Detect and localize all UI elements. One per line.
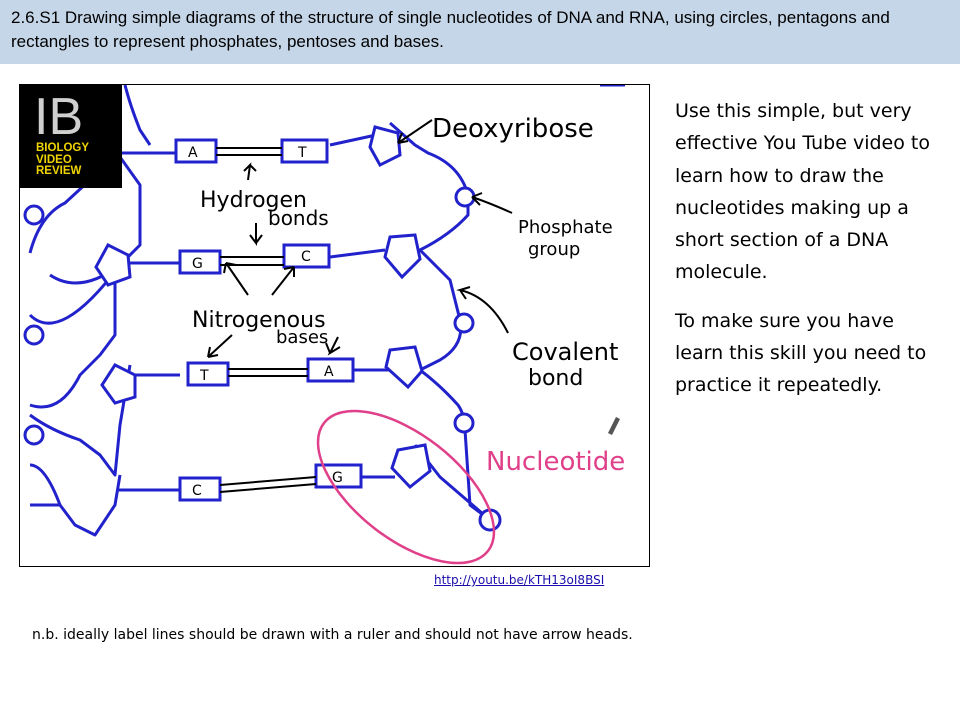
phosphate-circle bbox=[23, 324, 45, 346]
ib-logo-letters: IB bbox=[34, 88, 84, 146]
header-bar: 2.6.S1 Drawing simple diagrams of the st… bbox=[0, 0, 960, 64]
label-deoxyribose: Deoxyribose bbox=[432, 114, 594, 144]
phosphate-circle bbox=[454, 186, 476, 208]
hydrogen-bond bbox=[219, 483, 317, 493]
label-hydrogen: Hydrogen bbox=[200, 188, 307, 213]
base-rect bbox=[174, 138, 218, 164]
phosphate-circle bbox=[23, 424, 45, 446]
slide-title: 2.6.S1 Drawing simple diagrams of the st… bbox=[11, 8, 890, 51]
label-bases: bases bbox=[276, 327, 328, 348]
label-bond: bond bbox=[528, 366, 583, 391]
label-group: group bbox=[528, 239, 580, 260]
side-paragraph-1: Use this simple, but very effective You … bbox=[675, 100, 930, 284]
base-letter: T bbox=[297, 145, 307, 161]
base-letter: G bbox=[192, 256, 203, 272]
footnote: n.b. ideally label lines should be drawn… bbox=[32, 627, 633, 643]
base-rect bbox=[186, 361, 230, 387]
annotation-arrow bbox=[456, 286, 509, 334]
label-bonds: bonds bbox=[268, 206, 329, 230]
base-letter: C bbox=[192, 483, 202, 499]
ib-logo-line: REVIEW bbox=[36, 165, 82, 177]
left-backbone bbox=[28, 105, 142, 537]
phosphate-circle bbox=[23, 204, 45, 226]
phosphate-circle bbox=[453, 412, 475, 434]
sugar-pentagon bbox=[94, 243, 132, 287]
label-nucleotide: Nucleotide bbox=[486, 447, 625, 477]
sugar-pentagon bbox=[100, 363, 137, 405]
bond-line bbox=[329, 248, 386, 259]
base-letter: A bbox=[188, 145, 198, 161]
base-rect bbox=[178, 249, 222, 275]
annotation-arrow bbox=[397, 119, 433, 144]
base-letter: G bbox=[332, 470, 343, 486]
phosphate-circle bbox=[453, 312, 475, 334]
nucleotide-outline bbox=[316, 409, 496, 565]
ib-logo: IB BIOLOGY VIDEO REVIEW bbox=[20, 85, 122, 188]
hydrogen-bond bbox=[219, 476, 317, 486]
youtube-link[interactable]: http://youtu.be/kTH13oI8BSI bbox=[434, 573, 605, 587]
label-covalent: Covalent bbox=[512, 338, 618, 366]
dna-diagram-svg: A T G C T A C G Deoxyribose Hydrogen bon… bbox=[23, 85, 625, 565]
annotation-arrow bbox=[207, 334, 233, 358]
annotation-arrow bbox=[249, 223, 263, 246]
base-letter: C bbox=[301, 249, 311, 265]
base-rect bbox=[314, 463, 363, 489]
side-text: Use this simple, but very effective You … bbox=[675, 95, 945, 418]
right-backbone bbox=[123, 85, 625, 146]
annotation-arrow bbox=[471, 192, 513, 214]
side-paragraph-2: To make sure you have learn this skill y… bbox=[675, 309, 927, 397]
pen-icon bbox=[608, 417, 620, 435]
bond-line bbox=[329, 133, 377, 147]
ib-logo-subtitle: BIOLOGY VIDEO REVIEW bbox=[36, 142, 120, 178]
annotation-arrow bbox=[271, 266, 295, 296]
label-nitrogenous: Nitrogenous bbox=[192, 308, 326, 333]
sugar-pentagon bbox=[368, 125, 402, 167]
base-rect bbox=[178, 476, 222, 502]
dna-diagram: A T G C T A C G Deoxyribose Hydrogen bon… bbox=[19, 84, 650, 567]
ib-logo-line: VIDEO bbox=[36, 153, 72, 166]
annotation-arrow bbox=[325, 336, 341, 356]
annotation-arrow bbox=[223, 262, 249, 296]
label-phosphate: Phosphate bbox=[518, 217, 613, 238]
annotation-arrow bbox=[243, 162, 257, 181]
ib-logo-line: BIOLOGY bbox=[36, 142, 90, 154]
base-rect bbox=[280, 138, 329, 164]
sugar-pentagon bbox=[383, 233, 422, 280]
base-letter: T bbox=[199, 368, 209, 384]
base-letter: A bbox=[324, 364, 334, 380]
sugar-pentagon bbox=[390, 443, 432, 490]
sugar-pentagon bbox=[384, 345, 424, 390]
